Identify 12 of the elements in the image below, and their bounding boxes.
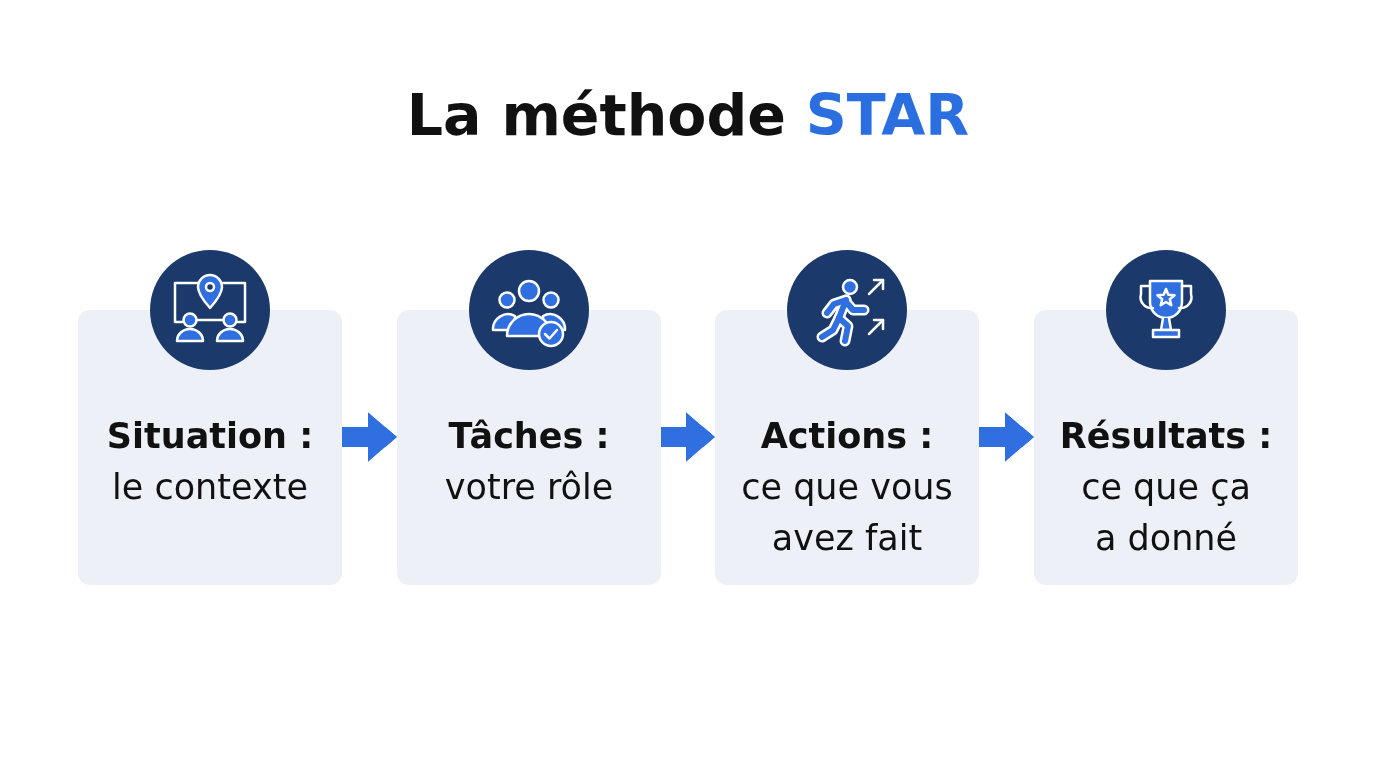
step-description: ce que vous avez fait	[740, 466, 954, 560]
step-heading: Situation :	[106, 415, 314, 458]
step-description: ce que ça a donné	[1080, 466, 1252, 560]
step-description: votre rôle	[444, 466, 614, 509]
step-heading: Tâches :	[448, 415, 610, 458]
arrow	[661, 412, 715, 462]
arrow	[342, 412, 397, 462]
step-description: le contexte	[112, 466, 308, 509]
diagram-title: La méthode STAR	[406, 82, 970, 148]
arrow	[979, 412, 1034, 462]
step-heading: Résultats :	[1059, 415, 1273, 458]
step-heading: Actions :	[760, 415, 934, 458]
